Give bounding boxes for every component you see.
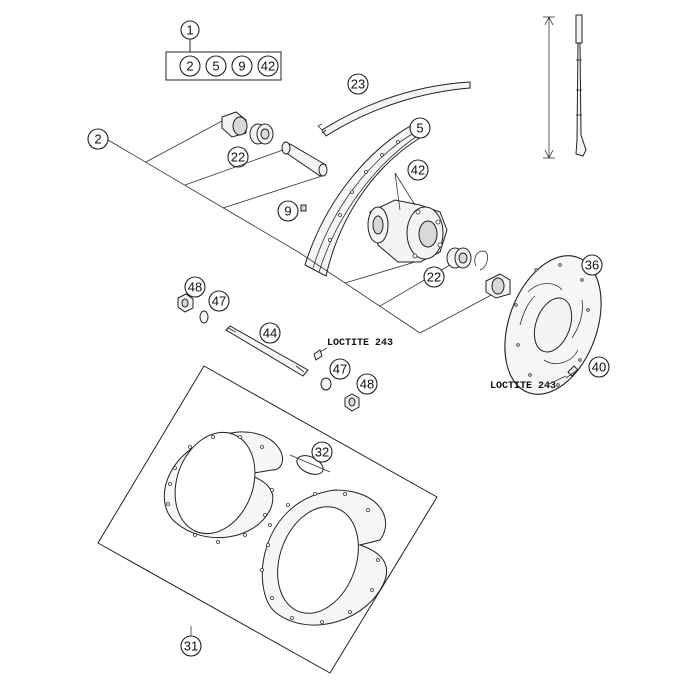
callout-22-lower: 22: [423, 266, 445, 288]
nut-left: [177, 293, 194, 313]
callout-31: 31: [180, 635, 202, 657]
distance-tube: [281, 141, 328, 177]
spoke-part: [575, 14, 587, 157]
svg-text:22: 22: [231, 150, 245, 165]
washer-left: [199, 310, 209, 324]
kit-callout-42: 42: [257, 55, 279, 77]
svg-text:9: 9: [284, 204, 291, 219]
callout-22-upper: 22: [227, 146, 249, 168]
screw-part: [300, 204, 307, 212]
callout-48-lower: 48: [356, 373, 378, 395]
svg-text:2: 2: [94, 132, 101, 147]
callout-36: 36: [581, 254, 603, 276]
svg-text:47: 47: [333, 362, 347, 377]
svg-text:2: 2: [186, 59, 193, 74]
callout-9: 9: [277, 200, 299, 222]
disc-sticker-left: [163, 431, 283, 544]
spoke-dimension: [543, 16, 555, 159]
spacer-right: [485, 273, 511, 299]
svg-text:44: 44: [263, 326, 277, 341]
callout-44: 44: [259, 322, 281, 344]
kit-callout-2: 2: [179, 55, 201, 77]
leader-lines-2: [107, 120, 496, 334]
svg-text:47: 47: [212, 294, 226, 309]
disc-sticker-right: [260, 489, 388, 626]
nut-right: [344, 393, 360, 412]
kit-callout-9: 9: [231, 55, 253, 77]
axle-washer-small: [313, 349, 323, 361]
callout-47-lower: 47: [329, 358, 351, 380]
svg-text:36: 36: [585, 258, 599, 273]
rim-tape: [317, 81, 471, 137]
loctite-note-axle: LOCTITE 243: [327, 338, 393, 349]
svg-text:5: 5: [212, 59, 219, 74]
svg-text:23: 23: [351, 77, 365, 92]
svg-text:32: 32: [315, 445, 329, 460]
loctite-note-disc: LOCTITE 243: [490, 381, 556, 392]
callout-1-label: 1: [186, 23, 193, 38]
svg-text:31: 31: [184, 639, 198, 654]
svg-text:9: 9: [238, 59, 245, 74]
disc-screw: [565, 365, 581, 379]
axle: [225, 325, 309, 377]
callout-40: 40: [588, 356, 610, 378]
callout-32: 32: [311, 441, 333, 463]
svg-text:40: 40: [592, 360, 606, 375]
callout-1: 1: [180, 20, 200, 40]
circlip-right: [474, 250, 488, 271]
callout-5: 5: [409, 117, 431, 139]
callout-42: 42: [407, 159, 429, 181]
svg-text:5: 5: [416, 121, 423, 136]
washer-right: [320, 377, 332, 391]
callout-48-upper: 48: [184, 276, 206, 298]
callout-23: 23: [347, 73, 369, 95]
kit-callout-5: 5: [205, 55, 227, 77]
svg-text:48: 48: [188, 280, 202, 295]
callout-47-upper: 47: [208, 290, 230, 312]
wheel-hub: [367, 172, 448, 263]
svg-text:22: 22: [427, 270, 441, 285]
svg-text:48: 48: [360, 377, 374, 392]
svg-text:42: 42: [261, 59, 275, 74]
bearing-left: [249, 123, 274, 145]
bearing-spacer-left: [221, 111, 248, 138]
callout-2: 2: [87, 128, 109, 150]
svg-text:42: 42: [411, 163, 425, 178]
brake-disc: [504, 255, 602, 395]
bearing-right: [446, 247, 472, 269]
sticker-sheet: [97, 365, 438, 674]
